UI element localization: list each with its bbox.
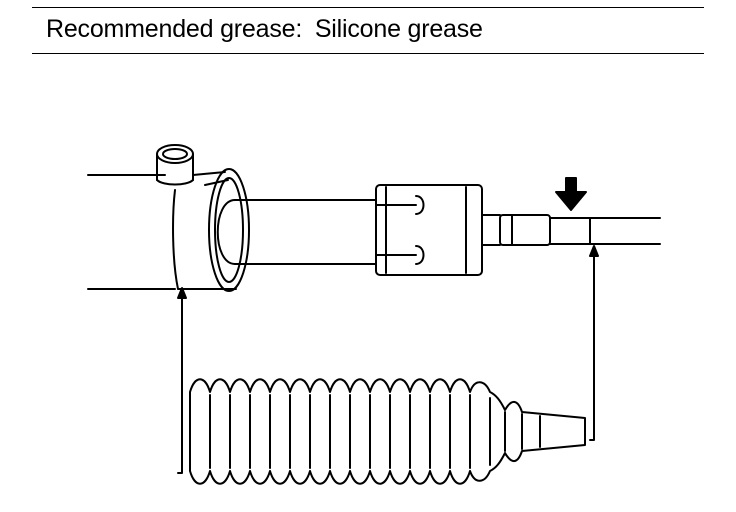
grease-application-arrow <box>555 177 587 211</box>
tie-rod <box>499 214 661 246</box>
recommended-grease-value: Silicone grease <box>314 15 483 43</box>
header-bottom-rule <box>32 53 704 54</box>
rack-shaft <box>216 199 377 265</box>
header-top-rule <box>32 7 704 8</box>
bellows-boot <box>189 378 586 485</box>
housing-port <box>156 144 194 186</box>
steering-rack-housing <box>87 168 250 292</box>
recommended-grease-text: Recommended grease: Silicone grease <box>46 15 483 44</box>
inner-ball-joint-housing <box>375 184 501 276</box>
recommended-grease-label: Recommended grease: <box>46 15 303 43</box>
boot-fitting-leader-lines <box>177 245 599 474</box>
